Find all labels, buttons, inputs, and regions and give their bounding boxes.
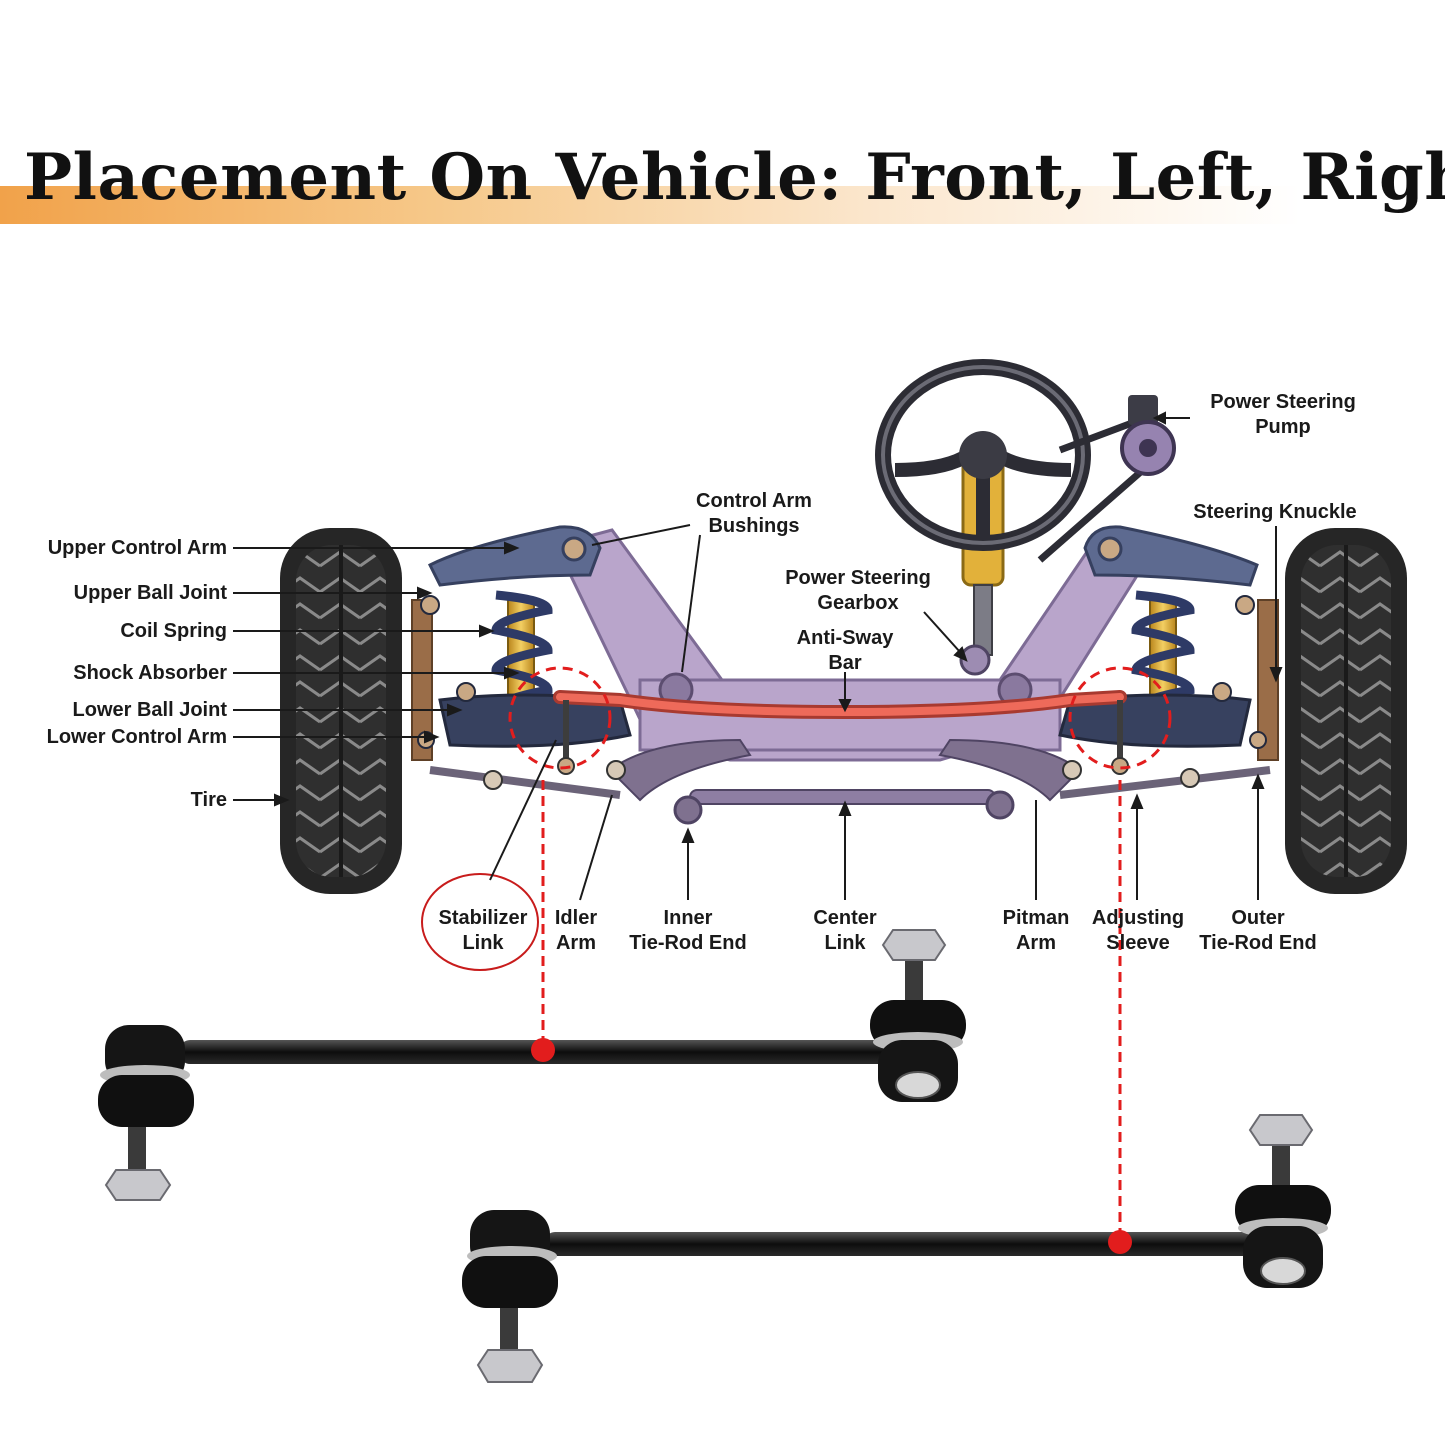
label-idler-arm: Idler Arm <box>554 907 598 954</box>
stabilizer-link-left-mount <box>557 700 575 775</box>
product-marker-dot-1 <box>531 1038 555 1062</box>
upper-control-arm-right <box>1083 525 1259 587</box>
product-marker-dot-2 <box>1108 1230 1132 1254</box>
leader-lines <box>233 411 1283 901</box>
upper-control-arm-left <box>427 525 602 587</box>
label-upper-ball-joint: Upper Ball Joint <box>73 582 227 604</box>
pitman-arm <box>938 738 1082 820</box>
label-upper-control-arm: Upper Control Arm <box>47 537 227 559</box>
coil-spring-right <box>1131 590 1195 712</box>
center-link <box>689 789 996 805</box>
label-lower-control-arm: Lower Control Arm <box>46 726 227 748</box>
coil-spring-left <box>491 590 553 712</box>
lower-control-arm-right <box>1058 595 1267 749</box>
steering-wheel <box>875 359 1091 551</box>
highlight-circle-left <box>508 666 612 770</box>
idler-arm <box>606 738 752 825</box>
title-banner <box>0 186 1445 224</box>
highlight-circle-right <box>1068 666 1172 770</box>
label-coil-spring: Coil Spring <box>120 620 227 642</box>
label-shock-absorber: Shock Absorber <box>73 662 227 684</box>
tire-right <box>1285 528 1407 894</box>
label-power-steering-gearbox: Power Steering Gearbox <box>785 567 931 614</box>
label-stabilizer-link: Stabilizer Link <box>438 907 528 954</box>
label-tire: Tire <box>190 789 227 811</box>
label-lower-ball-joint: Lower Ball Joint <box>72 699 227 721</box>
product-stabilizer-link-1 <box>98 929 966 1201</box>
label-outer-tie-rod-end: Outer Tie-Rod End <box>1199 907 1317 954</box>
stabilizer-link-label-circle <box>421 873 539 971</box>
label-center-link: Center Link <box>813 907 877 954</box>
power-steering-pump <box>1037 395 1176 563</box>
label-steering-knuckle: Steering Knuckle <box>1193 501 1357 523</box>
label-pitman-arm: Pitman Arm <box>1002 907 1070 954</box>
label-power-steering-pump: Power Steering Pump <box>1210 391 1356 438</box>
label-inner-tie-rod-end: Inner Tie-Rod End <box>629 907 747 954</box>
lower-control-arm-left <box>417 595 632 749</box>
page-title: Placement On Vehicle: Front, Left, Right <box>24 140 1445 215</box>
steering-knuckle-right <box>1257 599 1279 761</box>
label-adjusting-sleeve: Adjusting Sleeve <box>1091 907 1185 954</box>
stabilizer-link-right-mount <box>1111 700 1129 775</box>
product-stabilizer-link-2 <box>462 1114 1331 1383</box>
label-anti-sway-bar: Anti-Sway Bar <box>796 627 894 674</box>
label-control-arm-bushings: Control Arm Bushings <box>696 490 812 537</box>
tie-rods <box>429 766 1271 799</box>
